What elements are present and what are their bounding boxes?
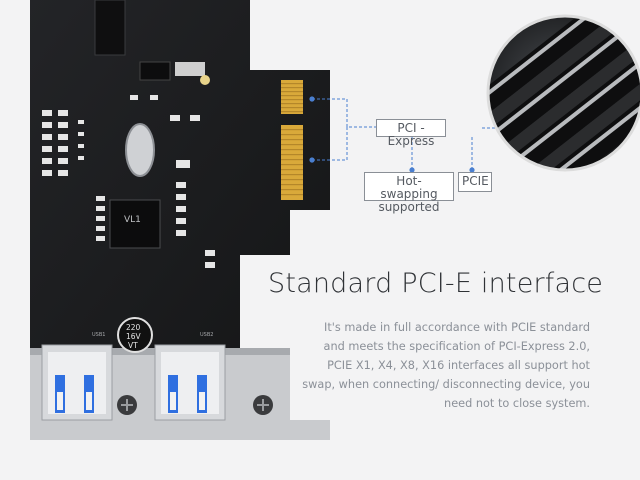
- callout-pcie: PCIE: [458, 172, 492, 192]
- callout-pcie-text: PCIE: [462, 174, 489, 188]
- capacitor-label-2: 16V: [126, 332, 142, 341]
- usb-port-1: [41, 344, 113, 421]
- section-description: It's made in full accordance with PCIE s…: [302, 321, 590, 410]
- capacitor-label-3: VT: [128, 341, 138, 350]
- usb1-silkscreen: USB1: [92, 332, 105, 338]
- callout-hot-swapping-line1: Hot-swapping: [380, 174, 438, 201]
- controller-chip: [109, 199, 161, 249]
- smd-components: [42, 95, 215, 268]
- callout-hot-swapping-line2: supported: [378, 200, 440, 214]
- callout-pci-express-text: PCI - Express: [387, 121, 435, 148]
- crystal-oscillator: [125, 123, 155, 177]
- section-headline: Standard PCI-E interface: [268, 268, 604, 299]
- usb-port-2: [154, 344, 226, 421]
- gold-fingers-bottom: [281, 125, 303, 200]
- callout-dots: [309, 96, 475, 173]
- gold-fingers-top: [281, 80, 303, 114]
- chip-label: VL1: [124, 215, 141, 225]
- callout-hot-swapping: Hot-swapping supported: [364, 172, 454, 214]
- capacitor: [117, 317, 153, 353]
- pcie-slot-zoom-inset: [486, 14, 640, 172]
- pin-header: [94, 0, 126, 56]
- screw-left: [117, 395, 137, 415]
- screw-right: [253, 395, 273, 415]
- usb2-silkscreen: USB2: [200, 332, 213, 338]
- callout-pci-express: PCI - Express: [376, 119, 446, 148]
- capacitor-label-1: 220: [126, 323, 141, 332]
